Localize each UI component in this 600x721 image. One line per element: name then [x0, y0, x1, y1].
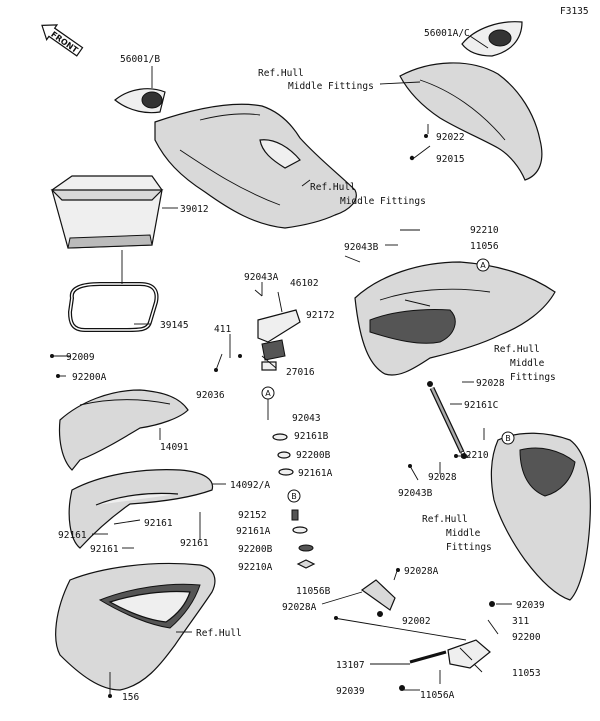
front-hull-cover [55, 562, 216, 691]
label-middle-4: Middle [446, 528, 481, 539]
label-ref-hull-2: Ref.Hull [310, 182, 356, 193]
label-middle-fittings-1: Middle Fittings [288, 81, 374, 92]
label-92028a-1: 92028A [404, 566, 439, 577]
label-92161a-2: 92161A [236, 526, 271, 537]
label-92028-2: 92028 [428, 472, 457, 483]
label-middle-3: Middle [510, 358, 545, 369]
callout-a-left: A [261, 386, 275, 400]
cover-14091 [58, 389, 189, 471]
label-46102: 46102 [290, 278, 319, 289]
right-lower-hull [490, 432, 591, 601]
label-92200a: 92200A [72, 372, 107, 383]
latch-plate [399, 601, 495, 691]
callout-b-label: B [505, 434, 511, 443]
vent-cover-left [114, 88, 166, 114]
callout-b-label-2: B [291, 492, 297, 501]
label-92009: 92009 [66, 352, 95, 363]
latch-handle [360, 579, 396, 617]
label-92028-1: 92028 [476, 378, 505, 389]
label-92043b-top: 92043B [344, 242, 379, 253]
label-92022: 92022 [436, 132, 465, 143]
gasket-ring [67, 282, 159, 332]
callout-a-top: A [476, 258, 490, 272]
label-92043a: 92043A [244, 272, 279, 283]
label-fittings-3: Fittings [510, 372, 556, 383]
right-hull-frame [354, 261, 556, 376]
label-ref-hull-3: Ref.Hull [494, 344, 540, 355]
bolt-dots [50, 134, 458, 698]
label-92028a-2: 92028A [282, 602, 317, 613]
label-92043: 92043 [292, 413, 321, 424]
label-11056a: 11056A [420, 690, 455, 701]
front-arrow: FRONT [41, 24, 84, 57]
label-11056: 11056 [470, 241, 499, 252]
label-14091: 14091 [160, 442, 189, 453]
callout-a-label-2: A [265, 389, 271, 398]
label-14092-a: 14092/A [230, 480, 270, 491]
middle-cover-left [154, 103, 357, 229]
label-13107: 13107 [336, 660, 365, 671]
label-92152: 92152 [238, 510, 267, 521]
callout-b-left: B [287, 489, 301, 503]
label-311: 311 [512, 616, 529, 627]
callout-b-right: B [501, 431, 515, 445]
diagram-code: F3135 [560, 6, 589, 17]
label-92161a-1: 92161A [298, 468, 333, 479]
label-56001a-c: 56001A/C [424, 28, 470, 39]
label-92161-4: 92161 [180, 538, 209, 549]
label-92015: 92015 [436, 154, 465, 165]
label-56001-b: 56001/B [120, 54, 160, 65]
label-ref-hull-4: Ref.Hull [422, 514, 468, 525]
cover-14092 [68, 469, 214, 549]
label-156: 156 [122, 692, 139, 703]
label-39145: 39145 [160, 320, 189, 331]
leader-lines [52, 35, 512, 696]
label-fittings-4: Fittings [446, 542, 492, 553]
hinge-bracket [254, 289, 301, 371]
label-92172: 92172 [306, 310, 335, 321]
label-middle-fittings-2: Middle Fittings [340, 196, 426, 207]
label-ref-hull-1: Ref.Hull [258, 68, 304, 79]
label-92200b-1: 92200B [296, 450, 331, 461]
label-ref-hull-5: Ref.Hull [196, 628, 242, 639]
storage-bin [50, 175, 164, 249]
label-92039-top: 92039 [516, 600, 545, 611]
label-92161-1: 92161 [144, 518, 173, 529]
gas-spring [427, 381, 467, 459]
label-92200: 92200 [512, 632, 541, 643]
label-92200b-2: 92200B [238, 544, 273, 555]
label-92161-3: 92161 [90, 544, 119, 555]
label-92036: 92036 [196, 390, 225, 401]
part-labels: 56001/B 56001A/C Ref.Hull Middle Fitting… [58, 28, 556, 703]
label-11056b: 11056B [296, 586, 331, 597]
label-92039-bottom: 92039 [336, 686, 365, 697]
label-11053: 11053 [512, 668, 541, 679]
label-92210-top: 92210 [470, 225, 499, 236]
middle-cover-right [399, 62, 543, 181]
label-92210-mid: 92210 [460, 450, 489, 461]
label-27016: 27016 [286, 367, 315, 378]
label-39012: 39012 [180, 204, 209, 215]
label-92210a: 92210A [238, 562, 273, 573]
label-92161c: 92161C [464, 400, 498, 411]
label-411: 411 [214, 324, 231, 335]
label-92161-2: 92161 [58, 530, 87, 541]
label-92043b-low: 92043B [398, 488, 433, 499]
label-92161b: 92161B [294, 431, 329, 442]
callout-a-label: A [480, 261, 486, 270]
label-92002: 92002 [402, 616, 431, 627]
vent-cover-right [461, 21, 523, 57]
